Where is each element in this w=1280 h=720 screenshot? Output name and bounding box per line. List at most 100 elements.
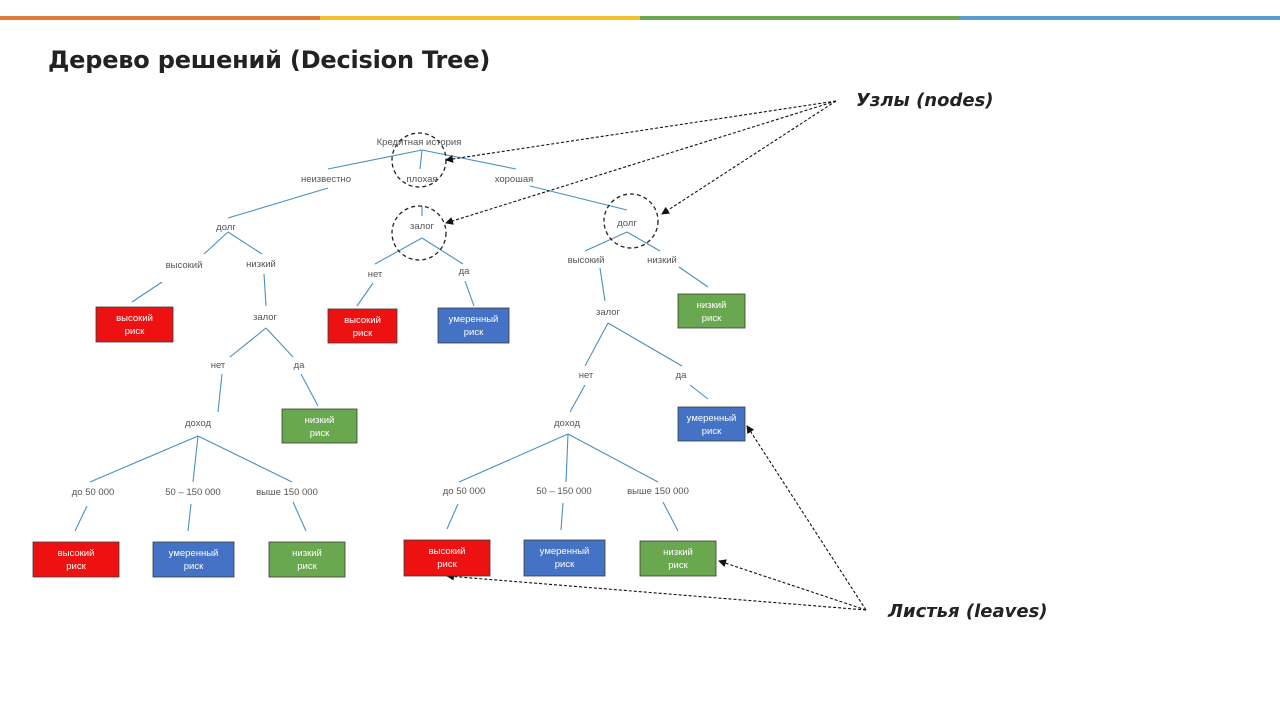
tree-edge [626,231,661,252]
branch-label-no: нет [211,360,226,371]
branch-label-range: выше 150 000 [627,486,689,497]
tree-edge [689,384,709,400]
branch-label-range: 50 – 150 000 [536,486,591,497]
leaf-box-high [403,539,491,577]
tree-edge [569,384,586,413]
callout-arrow [746,425,867,611]
tree-edge [567,433,659,483]
tree-edge [131,281,163,303]
tree-edge [265,327,294,358]
tree-edge [565,433,569,483]
branch-label-yes: да [294,360,306,371]
leaf-label-line2: риск [125,326,145,337]
tree-edge [203,231,229,255]
branch-label-range: до 50 000 [72,487,115,498]
leaf-label-line2: риск [437,559,457,570]
top-bar-segment-green [640,16,960,20]
tree-edge [89,435,199,483]
tree-edge [662,501,679,532]
page-title: Дерево решений (Decision Tree) [48,46,491,74]
leaf-label-line2: риск [353,328,373,339]
branch-label-good: хорошая [495,174,534,185]
leaf-label-line2: риск [668,560,688,571]
tree-edge [227,231,263,255]
leaf-box-high [32,541,120,578]
leaf-box-low [639,540,717,577]
root-node-label: Кредитная история [377,137,462,148]
callout-arrow [445,100,837,163]
callout-pointer-arrows [445,100,867,611]
tree-edge [464,280,475,307]
node-label-collateral: залог [253,312,278,323]
node-highlight-circle [603,193,659,249]
tree-edge [421,149,517,170]
callout-leaves: Листья (leaves) [888,601,1048,622]
leaf-box-low [677,293,746,329]
leaf-label-line1: умеренный [169,548,219,559]
tree-labels: Кредитная история неизвестно плохая хорошая… [72,137,689,498]
branch-label-unknown: неизвестно [301,174,351,185]
tree-edges [74,149,709,532]
branch-label-no: нет [368,269,383,280]
tree-edge [300,373,319,407]
tree-edge [356,282,374,307]
top-bar-segment-blue [960,16,1280,20]
leaf-label-line2: риск [66,561,86,572]
tree-edge [217,373,223,413]
leaf-box-high [95,306,174,343]
tree-edge [327,149,423,170]
branch-label-low: низкий [647,255,677,266]
tree-edge [227,187,329,219]
leaf-box-moderate [677,406,746,442]
tree-edge [419,149,423,170]
callout-arrow [661,100,837,215]
leaf-box-low [281,408,358,444]
leaf-label-line1: низкий [305,415,335,426]
leaf-label-line2: риск [464,327,484,338]
tree-edge [584,231,628,252]
node-label-income: доход [185,418,211,429]
tree-edge [599,267,606,302]
branch-label-yes: да [676,370,688,381]
leaf-label-line2: риск [555,559,575,570]
tree-leaves: высокий риск низкий риск высокий риск умеренны… [32,293,746,578]
leaf-label-line2: риск [702,313,722,324]
node-label-collateral: залог [596,307,621,318]
leaf-box-low [268,541,346,578]
leaf-label-line1: высокий [429,546,466,557]
node-label-debt: долг [216,222,236,233]
branch-label-low: низкий [246,259,276,270]
tree-edge [529,185,628,211]
node-highlight-circle [391,205,447,261]
callout-nodes: Узлы (nodes) [856,90,994,111]
branch-label-high: высокий [568,255,605,266]
node-label-collateral: залог [410,221,435,232]
top-bar-segment-yellow [320,16,640,20]
tree-edge [197,435,293,483]
tree-edge [458,433,569,483]
leaf-label-line1: умеренный [540,546,590,557]
tree-edge [607,322,683,367]
tree-edge [187,503,192,532]
tree-edge [292,501,307,532]
tree-edge [560,502,564,531]
branch-label-bad: плохая [406,174,437,185]
leaf-label-line1: высокий [58,548,95,559]
leaf-box-moderate [152,541,235,578]
node-label-debt: долг [617,218,637,229]
leaf-label-line1: низкий [663,547,693,558]
top-bar-segment-orange [0,16,320,20]
leaf-label-line2: риск [702,426,722,437]
leaf-label-line2: риск [184,561,204,572]
branch-label-high: высокий [166,260,203,271]
leaf-label-line1: низкий [697,300,727,311]
tree-edge [229,327,267,358]
branch-label-range: 50 – 150 000 [165,487,220,498]
leaf-label-line1: низкий [292,548,322,559]
leaf-label-line1: высокий [344,315,381,326]
branch-label-yes: да [459,266,471,277]
tree-edge [678,266,709,288]
tree-edge [446,503,459,530]
leaf-label-line1: умеренный [449,314,499,325]
